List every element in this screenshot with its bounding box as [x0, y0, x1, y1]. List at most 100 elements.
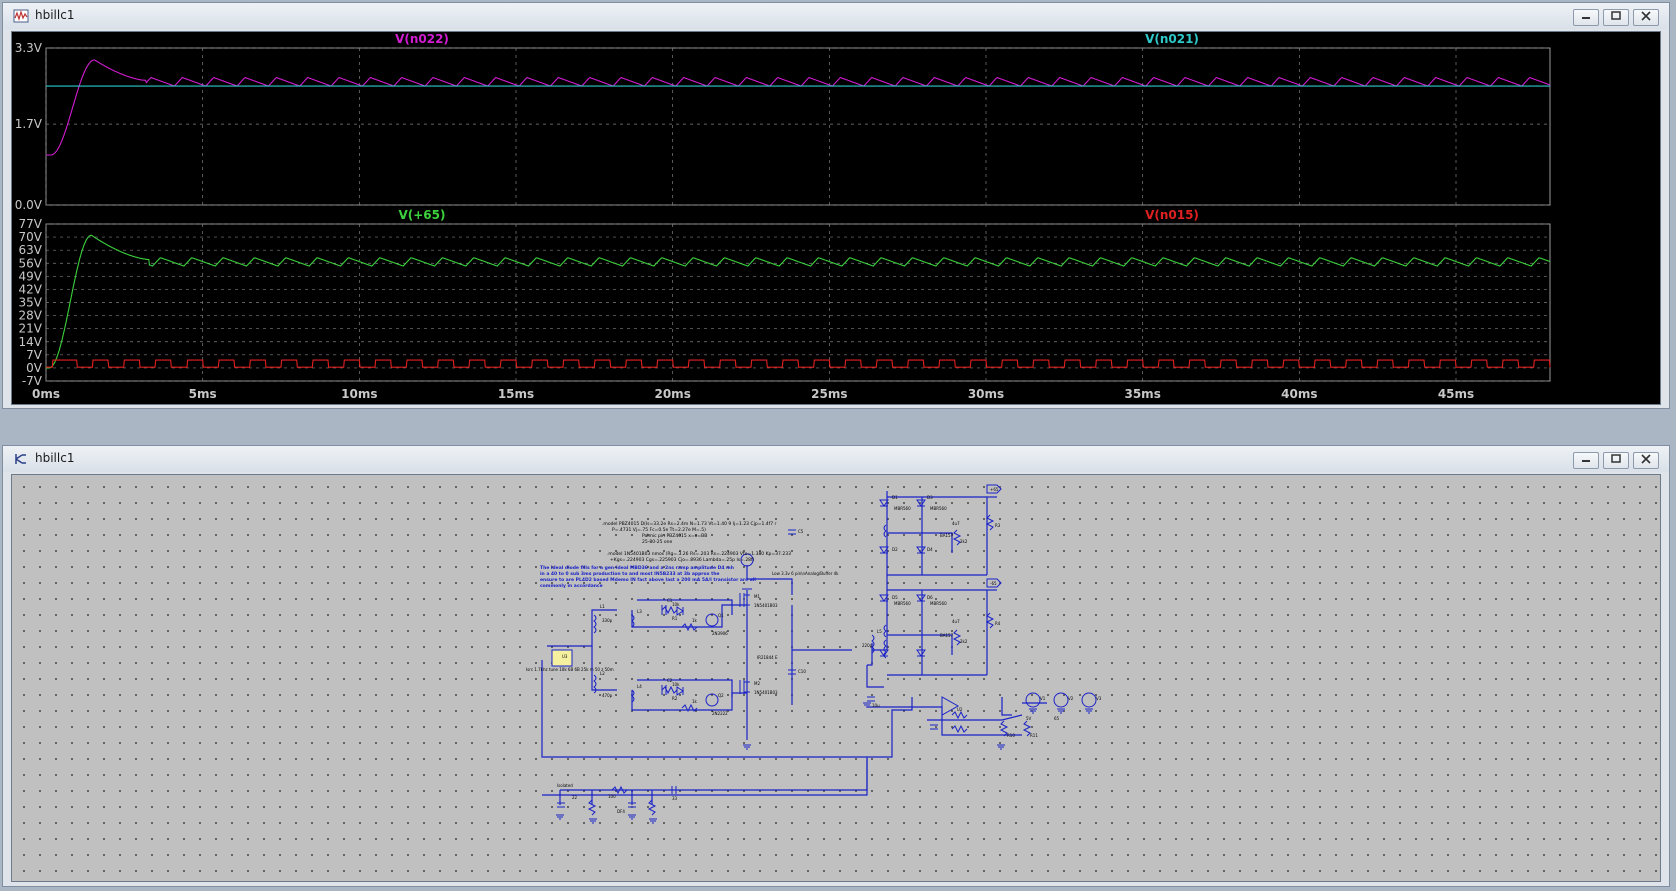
maximize-button[interactable]: [1603, 9, 1629, 26]
x-tick-label: 0ms: [32, 387, 60, 401]
x-tick-label: 15ms: [498, 387, 534, 401]
x-tick-label: 35ms: [1124, 387, 1160, 401]
val-1k-1: 1k: [692, 618, 698, 623]
label-l2: L2: [600, 671, 605, 676]
label-ba-2: BA157: [940, 633, 954, 638]
close-icon: [1641, 454, 1651, 464]
close-button[interactable]: [1633, 452, 1659, 469]
label-q1: Q1: [718, 613, 724, 618]
y-tick-label: 77V: [19, 217, 43, 231]
label-q2: Q2: [718, 693, 724, 698]
maximize-icon: [1611, 11, 1621, 20]
waveform-window-title: hbillc1: [35, 8, 75, 22]
label-df: DF4: [617, 809, 625, 814]
val-5v: 5V: [1026, 716, 1032, 721]
label-q3-part: 2N3906: [712, 631, 728, 636]
series-line-vn022: [46, 59, 1551, 156]
y-tick-label: 0.0V: [15, 198, 43, 212]
label-l3: L3: [637, 609, 642, 614]
label-d1: D1: [892, 495, 898, 500]
label-m2-part: 1N5401B03: [754, 690, 778, 695]
val-4u7-2: 4u7: [952, 619, 960, 624]
y-tick-label: 3.3V: [15, 41, 43, 55]
y-tick-label: 49V: [19, 269, 43, 283]
series-label: V(+65): [398, 208, 445, 222]
series-label: V(n015): [1145, 208, 1199, 222]
label-d3: D3: [927, 495, 933, 500]
y-tick-label: 14V: [19, 335, 43, 349]
waveform-window-titlebar[interactable]: hbillc1: [3, 3, 1669, 29]
schematic-window-title: hbillc1: [35, 451, 75, 465]
label-m1-part: 1N5401B03: [754, 603, 778, 608]
waveform-chart[interactable]: 0.0V1.7V3.3VV(n022)V(n021)-7V0V7V14V21V2…: [12, 32, 1662, 404]
close-icon: [1641, 11, 1651, 21]
maximize-icon: [1611, 454, 1621, 463]
waveform-window-icon: [13, 9, 29, 23]
label-c2: C2: [667, 678, 673, 683]
label-u3: U3: [562, 654, 568, 659]
label-l1: L1: [600, 604, 605, 609]
label-driver-part: IR21844 E: [757, 655, 778, 660]
schematic-comment-2: in a 40 to 0 sub 3ms production to and m…: [540, 571, 719, 577]
label-r1: R1: [672, 616, 678, 621]
minimize-button[interactable]: [1573, 452, 1599, 469]
schematic-window: hbillc1: [2, 445, 1670, 887]
spice-note-6: +Kgs=.224903 Cgs=.225903 Cjo=.8936 Lambd…: [610, 557, 755, 563]
label-mbr-4: MBR560: [930, 601, 947, 606]
label-d4: D4: [927, 547, 933, 552]
label-mbr-3: MBR560: [894, 601, 911, 606]
series-label: V(n021): [1145, 32, 1199, 46]
series-line-vn015: [46, 359, 1551, 368]
y-tick-label: 0V: [26, 361, 43, 375]
val-65: 65: [1054, 716, 1060, 721]
y-tick-label: 63V: [19, 243, 43, 257]
val-2k2-2: 2k2: [960, 639, 968, 644]
label-mbr-1: MBR560: [894, 506, 911, 511]
label-q4-part: 2N2222: [712, 711, 728, 716]
val-4u7-1: 4u7: [952, 521, 960, 526]
label-c10: C10: [798, 669, 806, 674]
label-ba-1: BA157: [940, 533, 954, 538]
label-r11: R11: [1030, 733, 1038, 738]
close-button[interactable]: [1633, 9, 1659, 26]
spice-note-4: 25-80-25 one: [642, 539, 672, 545]
maximize-button[interactable]: [1603, 452, 1629, 469]
label-v3: V3: [1096, 696, 1102, 701]
val-330p-1: 330p: [602, 618, 613, 623]
y-tick-label: 1.7V: [15, 117, 43, 131]
x-tick-label: 40ms: [1281, 387, 1317, 401]
label-m1: M1: [754, 594, 760, 599]
label-l5: L5: [877, 629, 882, 634]
label-r2: R2: [672, 696, 678, 701]
label-c5: C5: [798, 529, 804, 534]
x-tick-label: 5ms: [189, 387, 217, 401]
x-tick-label: 20ms: [654, 387, 690, 401]
label-v1: V1: [1040, 696, 1046, 701]
schematic-comment-4: commonly in accordance: [540, 583, 603, 589]
val-100: 100: [608, 794, 616, 799]
val-33: 33: [672, 796, 678, 801]
val-22: 22: [572, 795, 578, 800]
minimize-button[interactable]: [1573, 9, 1599, 26]
x-tick-label: 45ms: [1438, 387, 1474, 401]
minimize-icon: [1582, 460, 1590, 462]
spice-note-2: P=.4731 Vj=.75 Fc=0.5e Tt=2.27e M=.5): [612, 527, 706, 533]
val-10u: 10u: [872, 703, 880, 708]
series-line-v65: [46, 234, 1551, 369]
label-d5: D5: [892, 595, 898, 600]
schematic-canvas[interactable]: .model PBZ4015 D(Is=33.2e Rs=2.4m N=1.73…: [11, 474, 1661, 882]
label-d2: D2: [892, 547, 898, 552]
y-tick-label: 21V: [19, 322, 43, 336]
label-m2: M2: [754, 681, 760, 686]
label-v2: V2: [1068, 696, 1074, 701]
label-isolated: Isolated: [557, 783, 573, 788]
label-d6: D6: [927, 595, 933, 600]
schematic-window-titlebar[interactable]: hbillc1: [3, 446, 1669, 472]
x-tick-label: 10ms: [341, 387, 377, 401]
x-tick-label: 30ms: [968, 387, 1004, 401]
schematic-drawing[interactable]: .model PBZ4015 D(Is=33.2e Rs=2.4m N=1.73…: [12, 475, 1662, 881]
label-c1: C1: [667, 598, 673, 603]
y-tick-label: 70V: [19, 230, 43, 244]
